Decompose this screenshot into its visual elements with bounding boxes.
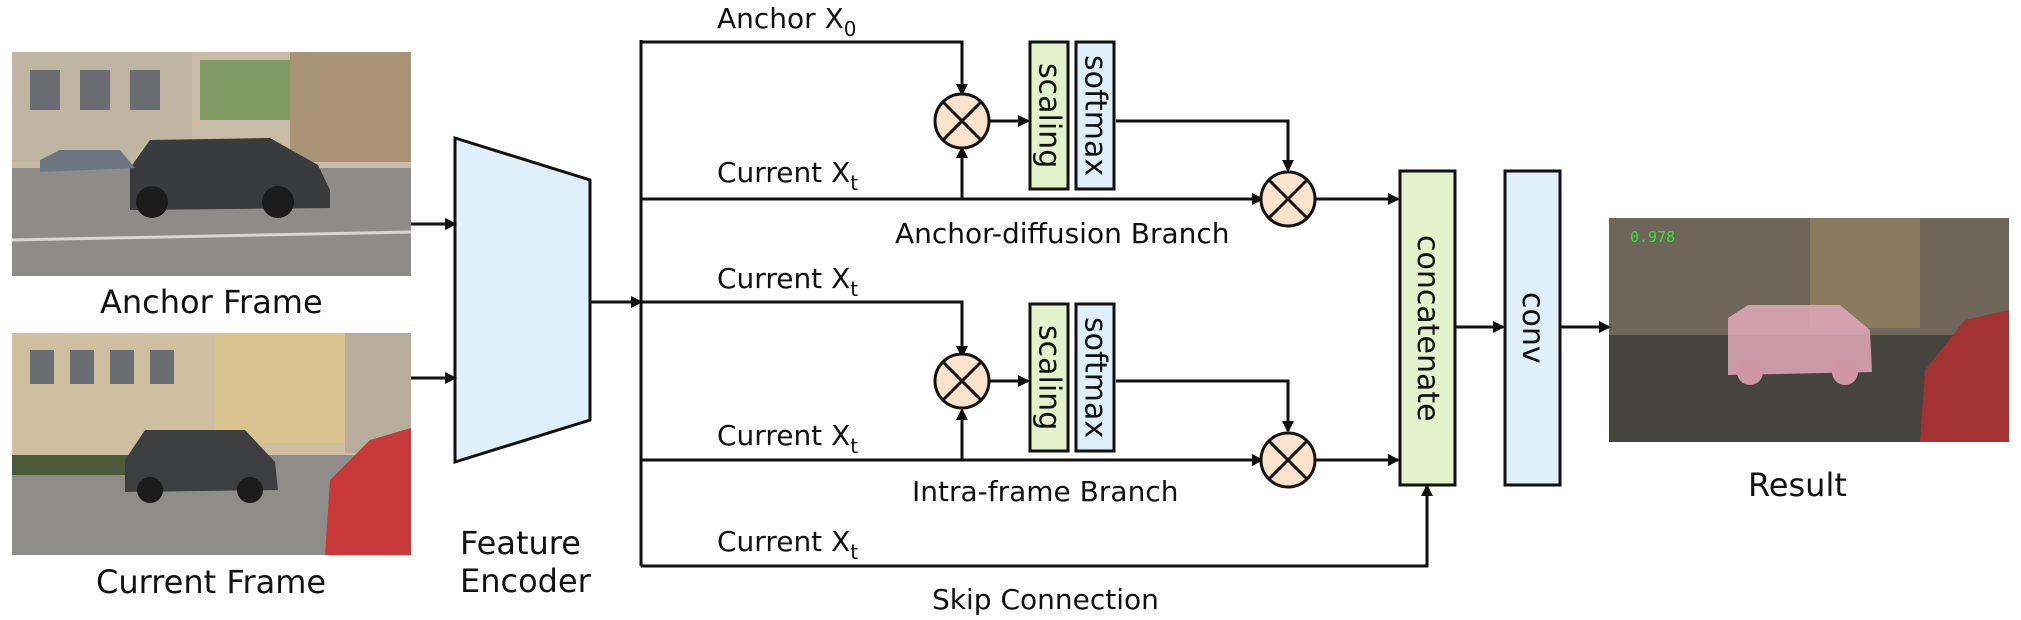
multiply-node-anchor-2 xyxy=(1259,170,1317,228)
multiply-node-intra-1 xyxy=(933,352,991,410)
multiply-node-anchor-1 xyxy=(933,92,991,150)
concatenate-block xyxy=(1398,169,1457,487)
current-frame-label: Current Frame xyxy=(96,563,327,601)
connector-lines xyxy=(411,40,1611,568)
intra-frame-branch-label: Intra-frame Branch xyxy=(912,475,1179,508)
softmax-label-anchor: softmax xyxy=(1077,54,1113,177)
scaling-label-anchor: scaling xyxy=(1031,62,1067,169)
softmax-label-intra: softmax xyxy=(1077,316,1113,439)
concatenate-label: concatenate xyxy=(1410,234,1445,422)
anchor-frame-image xyxy=(11,52,412,276)
scaling-block-intra xyxy=(1028,302,1070,453)
conv-block xyxy=(1503,169,1562,487)
current-xt-label-intra-bottom: Current Xt xyxy=(717,419,859,458)
skip-connection-label: Skip Connection xyxy=(932,583,1159,616)
current-xt-label-intra-top: Current Xt xyxy=(717,262,859,301)
current-xt-label-anchor-branch: Current Xt xyxy=(717,156,859,195)
scaling-label-intra: scaling xyxy=(1031,324,1067,431)
anchor-diffusion-branch-label: Anchor-diffusion Branch xyxy=(895,217,1230,250)
conv-label: conv xyxy=(1515,292,1550,364)
softmax-block-intra xyxy=(1074,302,1116,453)
feature-encoder-label-line1: Feature xyxy=(460,524,581,562)
current-xt-label-skip: Current Xt xyxy=(717,525,859,564)
scaling-block-anchor xyxy=(1028,40,1070,191)
result-score-overlay: 0.978 xyxy=(1630,228,1676,246)
multiply-node-intra-2 xyxy=(1259,431,1317,489)
softmax-block-anchor xyxy=(1074,40,1116,191)
anchor-x0-label: Anchor X0 xyxy=(717,2,857,41)
anchor-frame-label: Anchor Frame xyxy=(100,283,323,321)
feature-encoder-label-line2: Encoder xyxy=(460,562,591,600)
feature-encoder-block xyxy=(453,135,592,465)
current-frame-image xyxy=(12,333,411,555)
result-label: Result xyxy=(1748,466,1847,504)
result-image xyxy=(1609,218,2009,442)
